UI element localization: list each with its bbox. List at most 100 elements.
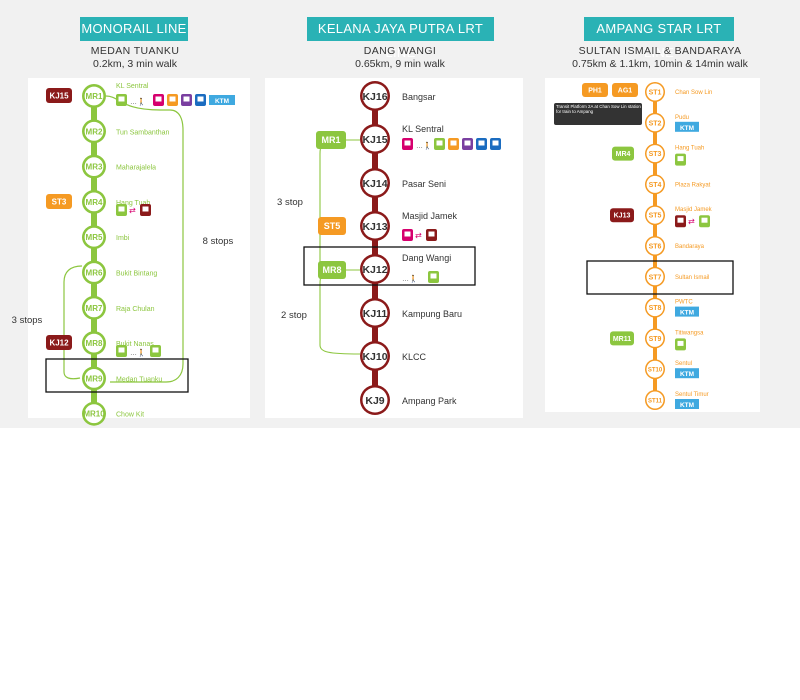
monorail-station-mr4-inner [83,191,105,213]
ampang-highlight-box [586,260,734,295]
kelana-stops-top-label: 3 stop [277,197,303,208]
monorail-highlight-box [45,358,189,393]
kelana-erl-icon-window [492,140,499,146]
kelana-station-code: KJ11 [363,308,388,320]
kelana-station-name: Pasar Seni [402,179,446,189]
monorail-station-mr5-inner [83,226,105,248]
kelana-station-code: KJ9 [365,395,384,407]
kelana-station-kj12-inner [362,256,388,282]
ampang-transit-tooltip-text: Transit Platform 2A at Chan Sow Lin stat… [556,104,641,115]
kelana-monorail-icon-window [436,140,443,146]
ampang-st9-monorail-icon-window [677,340,684,346]
monorail-stops-left-label: 3 stops [12,315,43,326]
monorail-mr4-transfer-icon-window [118,206,125,212]
lrt-star-icon-window [169,96,176,102]
mrt-icon-window [183,96,190,102]
monorail-station-mr2-inner [83,120,105,142]
kelana-station-name: KL Sentral [402,124,444,134]
kelana-station-code: KJ14 [362,178,387,190]
kelana-station-code: KJ12 [362,264,387,276]
kelana-star-icon-window [450,140,457,146]
monorail-mr8-transfer-icon-window [118,347,125,353]
ampang-station-st4-inner [646,175,664,193]
ampang-station-st10-inner [646,360,664,378]
kelana-distance: 0.65km, 9 min walk [355,58,445,70]
kelana-station-kj11-inner [362,300,388,326]
kelana-station-kj14-inner [362,170,388,196]
ampang-station-name: Bandaraya [675,244,705,250]
ampang-station-name: Plaza Rakyat [675,182,711,188]
ampang-interchange-kj13-label: KJ13 [614,213,631,220]
monorail-ktm-badge-label: KTM [215,98,229,105]
kelana-highlight-box [303,246,476,286]
ampang-interchange-ph1 [582,83,608,97]
ampang-ktm-badge-st10-label: KTM [680,371,694,378]
monorail-station-name: Maharajalela [116,165,156,172]
kelana-ktm-icon-window [478,140,485,146]
monorail-interchange-kj12 [46,335,72,350]
monorail-interchange-kj15 [46,88,72,103]
kelana-interchange-st5 [318,217,346,235]
monorail-station-mr7-inner [83,297,105,319]
ampang-station-st11-inner [646,391,664,409]
ampang-station-st9-inner [646,329,664,347]
ampang-station-st7-inner [646,268,664,286]
monorail-station-mr9-inner [83,367,105,389]
monorail-3stops-bracket [63,265,83,380]
ampang-st5-star-icon-window [701,217,708,223]
ampang-station-name: Hang Tuah [675,146,704,152]
ampang-station-st6-inner [646,237,664,255]
monorail-station-name: Imbi [116,235,130,242]
monorail-station-mr6-inner [83,261,105,284]
ampang-interchange-ph1-label: PH1 [588,88,602,95]
ampang-ktm-badge-st11-label: KTM [680,402,694,409]
ampang-station-st8-inner [646,299,664,317]
monorail-distance: 0.2km, 3 min walk [92,58,178,70]
ampang-station-code: ST5 [649,213,662,220]
ampang-station-code: ST1 [649,90,662,97]
monorail-station-name: Bukit Bintang [116,271,157,278]
monorail-station-mr3-inner [83,156,105,178]
monorail-interchange-st3 [46,194,72,209]
kelana-dw-monorail-icon-window [430,273,437,279]
monorail-station-code: MR5 [86,233,103,242]
ampang-target-station: SULTAN ISMAIL & BANDARAYA [578,45,742,57]
monorail-station-code: MR2 [86,127,103,136]
ampang-station-name: Titiwangsa [675,330,704,336]
walk-icon: …🚶 [130,348,146,357]
ampang-interchange-mr11-label: MR11 [613,336,631,343]
kelana-station-kj9-inner [362,387,388,413]
monorail-station-code: MR4 [86,198,103,207]
ampang-interchange-mr4-label: MR4 [616,151,631,158]
monorail-mr4-star-icon-window [142,206,149,212]
kelana-mj-kj-icon-window [404,231,411,237]
monorail-station-code: MR8 [86,339,103,348]
kelana-station-name: Masjid Jamek [402,211,458,221]
monorail-line-banner: MONORAIL LINE [80,17,188,41]
kelana-kj-icon-window [404,140,411,146]
kelana-mrt-icon-window [464,140,471,146]
ampang-line-banner: AMPANG STAR LRT LINE [584,17,734,60]
ampang-station-name: PWTC [675,300,693,306]
ampang-station-st1-inner [646,83,664,101]
monorail-station-code: MR6 [86,269,103,278]
monorail-station-code: MR1 [86,92,103,101]
monorail-mr1-transfer-icon-window [118,96,125,102]
monorail-station-name: KL Sentral [116,83,149,90]
walk-icon: …🚶 [402,274,418,283]
monorail-interchange-st3-label: ST3 [52,197,67,206]
ampang-transit-tooltip [554,103,642,125]
monorail-stops-right-label: 8 stops [203,236,234,247]
ampang-interchange-mr4 [612,146,634,161]
ampang-station-code: ST7 [649,274,662,281]
monorail-station-name: Hang Tuah [116,200,150,207]
ampang-ktm-badge-st11 [675,399,699,409]
swap-arrow-icon: ⇄ [688,217,695,226]
ampang-ktm-badge-st2 [675,121,699,132]
ampang-ktm-badge-st8 [675,306,699,317]
kelana-interchange-mr8 [318,261,346,279]
ampang-station-code: ST8 [649,305,662,312]
kelana-station-name: KLCC [402,352,427,362]
kelana-line-banner: KELANA JAYA PUTRA LRT LINE [307,17,494,60]
